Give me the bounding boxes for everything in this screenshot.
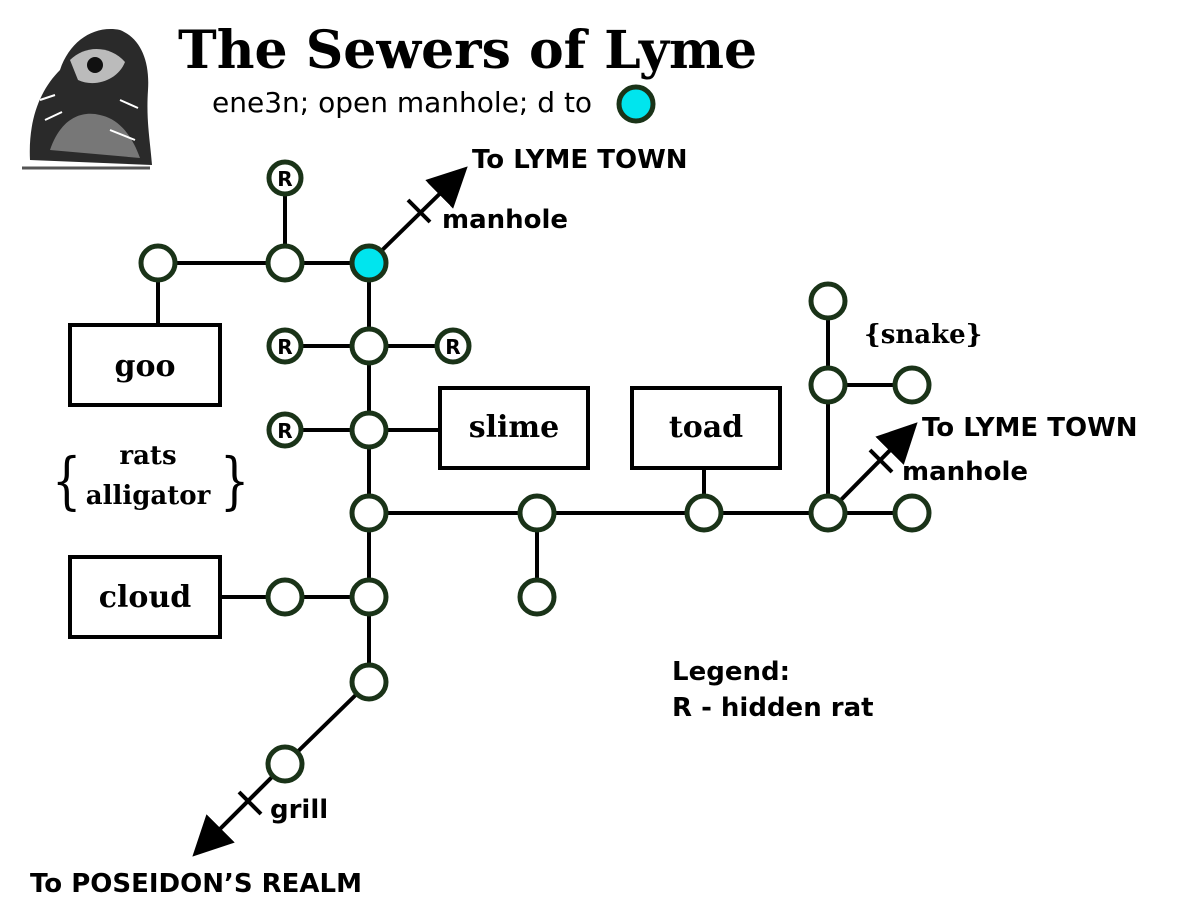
room-slime-label: slime [469,410,560,445]
legend-heading: Legend: [672,657,790,687]
legend: Legend: R - hidden rat [672,657,874,723]
start-node [349,243,389,283]
node [349,326,389,366]
nodes [138,243,932,784]
node [684,493,724,533]
hidden-rat-marker: R [277,335,292,359]
monster-alligator-label: alligator [86,481,211,511]
node [892,493,932,533]
node [349,493,389,533]
brace-close: } [220,444,249,517]
legend-entry: R - hidden rat [672,693,874,723]
room-goo: goo [68,323,222,407]
exit-label-lyme-town-top: To LYME TOWN [472,145,688,175]
room-goo-label: goo [115,349,176,384]
node [808,493,848,533]
hidden-rat-node: R [434,327,472,365]
monster-rats-label: rats [119,441,176,471]
hidden-rat-marker: R [445,335,460,359]
node [349,577,389,617]
exit-label-lyme-town-right: To LYME TOWN [922,413,1138,443]
hidden-rat-marker: R [277,167,292,191]
node [892,365,932,405]
node [517,577,557,617]
node [265,577,305,617]
brace-open: { [52,444,81,517]
hidden-rat-marker: R [277,419,292,443]
node [265,243,305,283]
passage-label-manhole-right: manhole [902,457,1028,487]
hidden-rat-node: R [266,159,304,197]
start-node-key-icon [616,84,656,124]
room-slime: slime [438,386,590,470]
node [265,744,305,784]
map-title: The Sewers of Lyme [178,20,757,81]
node [349,410,389,450]
exit-arrow-right [826,422,918,515]
node [138,243,178,283]
room-cloud-label: cloud [99,580,191,615]
room-toad-label: toad [669,410,743,445]
exit-label-poseidon: To POSEIDON’S REALM [30,869,362,899]
monster-group-rats-alligator: { rats alligator } [52,441,249,517]
node [517,493,557,533]
monster-snake-label: {snake} [864,320,982,350]
room-toad: toad [630,386,782,470]
exit-arrow-top [367,166,468,265]
sewer-creature-etching-icon [20,18,152,170]
node [808,365,848,405]
passage-label-manhole-top: manhole [442,205,568,235]
map-subtitle: ene3n; open manhole; d to [212,86,592,119]
hidden-rat-node: R [266,411,304,449]
node [349,662,389,702]
room-cloud: cloud [68,555,222,639]
node [808,281,848,321]
passage-label-grill: grill [270,795,328,825]
hidden-rat-node: R [266,327,304,365]
exit-arrow-down [192,762,287,857]
